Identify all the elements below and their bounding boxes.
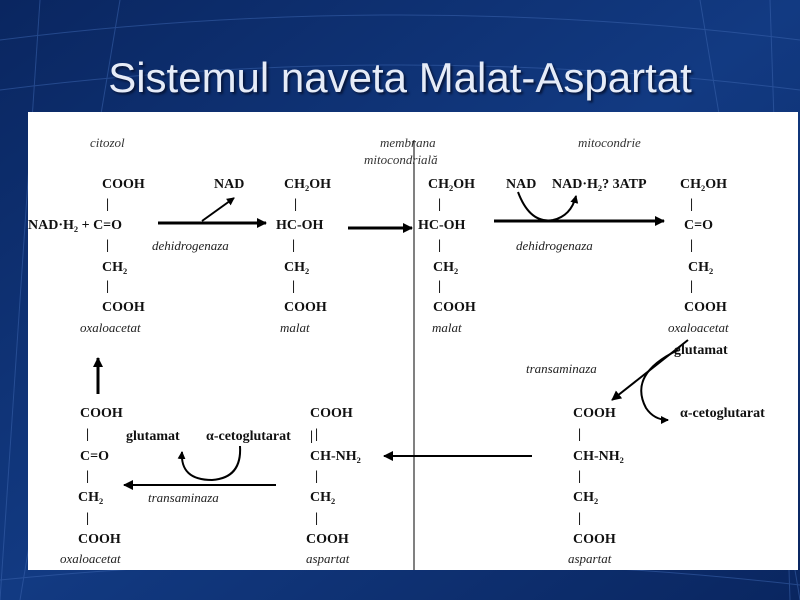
bond: | — [86, 469, 89, 484]
aspartate-label: aspartat — [306, 551, 350, 566]
enzyme-transaminase-mito: transaminaza — [526, 361, 597, 376]
oxaloacetate-co: C=O — [80, 449, 109, 464]
malate-label: malat — [280, 320, 310, 335]
enzyme-transaminase-cytosol: transaminaza — [148, 490, 219, 505]
malate-ch2: CH₂ — [284, 260, 309, 275]
oxaloacetate-cooh-bottom: COOH — [78, 532, 121, 547]
bond: | — [315, 511, 318, 526]
malate-hcoh: HC-OH — [276, 218, 324, 233]
enzyme-dehydrogenase-mito: dehidrogenaza — [516, 238, 593, 253]
malate-hcoh: HC-OH — [418, 218, 466, 233]
aspartate-cooh: COOH — [310, 406, 353, 421]
bond: | — [690, 279, 693, 294]
malate-ch2oh: CH₂OH — [428, 177, 475, 192]
bond: | — [106, 238, 109, 253]
oxaloacetate-ch2: CH₂ — [102, 260, 127, 275]
bond: | — [690, 238, 693, 253]
oxaloacetate-cytosol-top: COOH | NAD·H₂ + C=O | CH₂ | COOH oxaloac… — [28, 177, 145, 335]
bond: | — [106, 279, 109, 294]
oxaloacetate-co: C=O — [684, 218, 713, 233]
bond: | — [578, 469, 581, 484]
header-cytosol: citozol — [90, 135, 125, 150]
malate-ch2: CH₂ — [433, 260, 458, 275]
malate-cooh: COOH — [433, 300, 476, 315]
oxaloacetate-label: oxaloacetat — [668, 320, 729, 335]
oxaloacetate-ch2: CH₂ — [78, 490, 103, 505]
diagram-panel: citozol membrana mitocondrială mitocondr… — [28, 112, 798, 570]
bond: | — [294, 197, 297, 212]
bond: | — [438, 197, 441, 212]
malate-mitochondrion: CH₂OH | HC-OH | CH₂ | COOH malat — [418, 177, 476, 335]
oxaloacetate-label: oxaloacetat — [80, 320, 141, 335]
malate-label: malat — [432, 320, 462, 335]
glutamate-label-cytosol: glutamat — [126, 429, 180, 444]
oxaloacetate-cooh: COOH — [684, 300, 727, 315]
bond: | — [86, 427, 89, 442]
malate-ch2oh: CH₂OH — [284, 177, 331, 192]
oxaloacetate-mitochondrion: CH₂OH | C=O | CH₂ | COOH oxaloacetat — [668, 177, 729, 335]
oxaloacetate-cytosol-bottom: COOH | C=O | CH₂ | COOH oxaloacetat — [60, 406, 123, 566]
oxaloacetate-label: oxaloacetat — [60, 551, 121, 566]
bond: | — [310, 429, 313, 444]
bond: | — [690, 197, 693, 212]
nadh-plus-carbonyl: NAD·H₂ + C=O — [28, 218, 122, 233]
glutamate-cycle-arrow-cytosol — [177, 445, 242, 482]
oxaloacetate-ch2: CH₂ — [688, 260, 713, 275]
nad-cycle-arrow — [517, 191, 579, 222]
aspartate-ch2: CH₂ — [573, 490, 598, 505]
nad-release-arrow — [201, 197, 235, 222]
header-mitochondrion: mitocondrie — [578, 135, 641, 150]
aspartate-ch2: CH₂ — [310, 490, 335, 505]
nad-label-mito: NAD — [506, 177, 536, 192]
malate-aspartate-diagram: citozol membrana mitocondrială mitocondr… — [28, 135, 765, 570]
alpha-ketoglutarate-label-cytosol: α-cetoglutarat — [206, 429, 291, 444]
header-membrane-line2: mitocondrială — [364, 152, 438, 167]
bond: | — [292, 279, 295, 294]
bond: | — [315, 427, 318, 442]
aspartate-cooh-bottom: COOH — [573, 532, 616, 547]
nadh-atp-label: NAD·H₂? 3ATP — [552, 177, 647, 192]
aspartate-chnh2: CH-NH₂ — [310, 449, 361, 464]
oxaloacetate-cooh-top: COOH — [102, 177, 145, 192]
oxaloacetate-cooh-bottom: COOH — [102, 300, 145, 315]
oxaloacetate-ch2oh: CH₂OH — [680, 177, 727, 192]
oxaloacetate-cooh: COOH — [80, 406, 123, 421]
bond: | — [438, 279, 441, 294]
bond: | — [578, 511, 581, 526]
glutamate-cycle-arrow-mito — [640, 349, 679, 424]
bond: | — [106, 197, 109, 212]
bond: | — [315, 469, 318, 484]
enzyme-dehydrogenase-cytosol: dehidrogenaza — [152, 238, 229, 253]
aspartate-mitochondrion: COOH | CH-NH₂ | CH₂ | COOH aspartat — [568, 406, 624, 566]
aspartate-label: aspartat — [568, 551, 612, 566]
aspartate-cooh: COOH — [573, 406, 616, 421]
header-membrane-line1: membrana — [380, 135, 436, 150]
aspartate-chnh2: CH-NH₂ — [573, 449, 624, 464]
bond: | — [438, 238, 441, 253]
aspartate-cytosol: COOH | CH-NH₂ | CH₂ | COOH aspartat — [306, 406, 361, 566]
slide-title: Sistemul naveta Malat-Aspartat — [108, 54, 692, 101]
bond: | — [578, 427, 581, 442]
alpha-ketoglutarate-label-mito: α-cetoglutarat — [680, 406, 765, 421]
nad-label-cytosol: NAD — [214, 177, 244, 192]
aspartate-cooh-bottom: COOH — [306, 532, 349, 547]
glutamate-label-mito: glutamat — [674, 343, 728, 358]
malate-cytosol: CH₂OH | HC-OH | CH₂ | COOH malat — [276, 177, 331, 335]
malate-cooh: COOH — [284, 300, 327, 315]
bond: | — [86, 511, 89, 526]
bond: | — [292, 238, 295, 253]
